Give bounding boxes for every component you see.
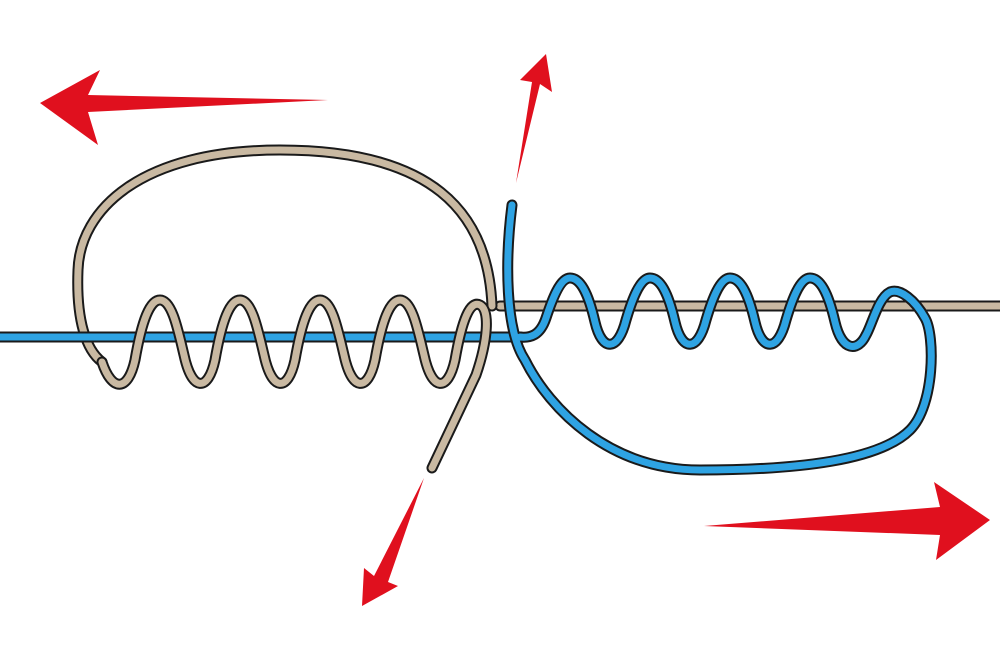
tan-loop [72, 144, 498, 368]
pull-arrow-up [516, 54, 552, 183]
tan-coils [96, 294, 492, 474]
pull-arrow-right [704, 482, 990, 560]
blue-coils [502, 199, 937, 476]
pull-arrows [40, 54, 990, 606]
pull-arrow-left [40, 70, 328, 145]
pull-arrow-down [362, 478, 424, 606]
